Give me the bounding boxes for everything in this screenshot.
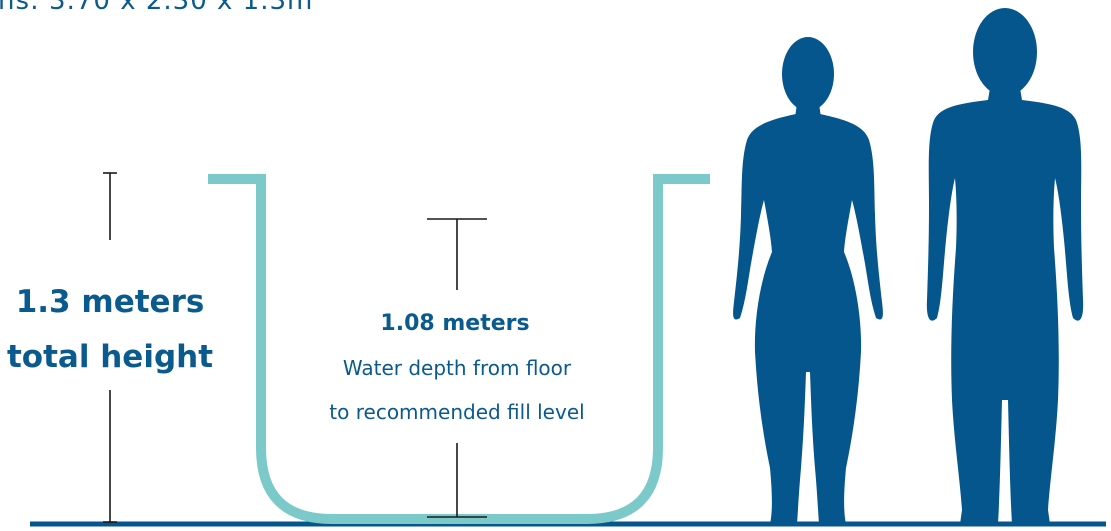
total-height-label: total height [6, 339, 214, 375]
water-depth-dimension-line [427, 218, 487, 518]
man-silhouette-icon [926, 8, 1084, 524]
water-depth-description-line-1: Water depth from floor [342, 356, 572, 380]
total-height-dimension-line [103, 172, 117, 523]
woman-silhouette-icon [733, 37, 883, 524]
total-height-value: 1.3 meters [15, 284, 205, 320]
water-depth-description-line-2: to recommended fill level [329, 400, 585, 424]
pool-outline [208, 174, 710, 524]
pool-dimensions-caption: ns: 3.70 x 2.30 x 1.3m [0, 0, 314, 16]
water-depth-value: 1.08 meters [380, 311, 530, 336]
